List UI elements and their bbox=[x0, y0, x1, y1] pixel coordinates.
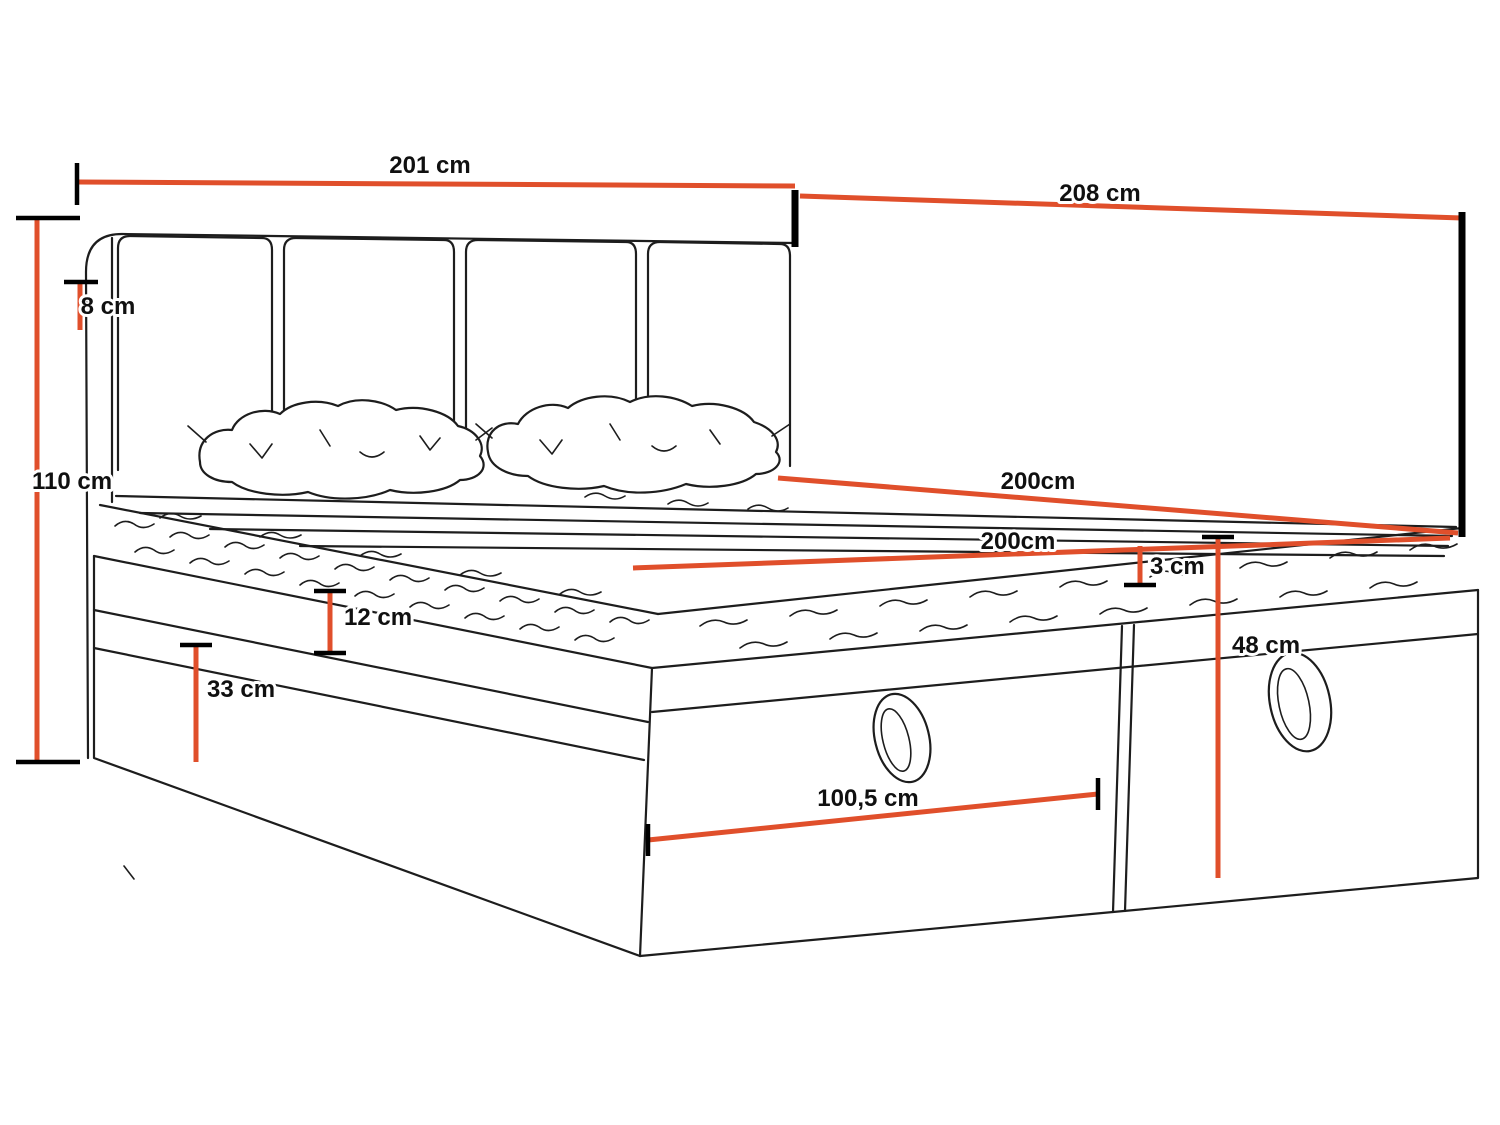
pillow-left-creases bbox=[187, 425, 493, 459]
dim-label-drawer-height: 33 cm bbox=[207, 676, 275, 703]
drawer-handle-left-outer bbox=[872, 692, 932, 784]
stray-pen-mark bbox=[123, 865, 135, 880]
base-left-face-outline bbox=[92, 554, 642, 958]
dim-label-drawer-width: 100,5 cm bbox=[817, 785, 918, 812]
mattress-seam-line-2 bbox=[138, 511, 1454, 538]
headboard bbox=[84, 232, 795, 760]
mattress-front-top-edge bbox=[98, 503, 660, 616]
headboard-panel-3 bbox=[464, 238, 638, 472]
pillow-right-creases bbox=[475, 423, 791, 455]
dim-label-bed-length: 208 cm bbox=[1059, 180, 1140, 207]
dimension-lines bbox=[34, 179, 1463, 878]
quilt-squiggles-foot-band bbox=[699, 543, 1458, 649]
bed-base bbox=[92, 554, 1480, 958]
base-left-seam-drawer-top bbox=[92, 646, 646, 762]
pillows bbox=[187, 395, 791, 500]
quilt-squiggles-left-band bbox=[114, 520, 650, 643]
dim-label-mattress-height: 12 cm bbox=[344, 604, 412, 631]
drawer-divider-seam bbox=[1111, 623, 1136, 914]
dim-line-bed-length bbox=[799, 193, 1463, 221]
mattress-seam-line-4 bbox=[298, 544, 1446, 558]
drawer-handle-left-inner bbox=[880, 707, 912, 773]
pillow-right bbox=[486, 395, 781, 494]
dim-label-base-height: 48 cm bbox=[1232, 632, 1300, 659]
dim-label-mattress-length-top: 200cm bbox=[1001, 468, 1076, 495]
dim-label-total-height: 110 cm bbox=[32, 468, 112, 495]
mattress-seam-line-1 bbox=[114, 494, 1458, 529]
pillow-left bbox=[198, 399, 485, 500]
drawer-handle-right bbox=[1267, 651, 1333, 753]
base-left-seam-upper bbox=[92, 608, 650, 724]
dimension-labels: 201 cm 208 cm 8 cm 110 cm 200cm 200cm 3 … bbox=[29, 149, 1303, 815]
dim-line-headboard-width bbox=[77, 179, 796, 189]
headboard-panel-1 bbox=[116, 234, 274, 472]
dimension-ticks bbox=[16, 163, 1466, 856]
dim-label-headboard-frame: 8 cm bbox=[81, 293, 136, 320]
dim-label-topper-height: 3 cm bbox=[1150, 553, 1205, 580]
dim-line-mattress-length-top bbox=[777, 475, 1459, 536]
headboard-panel-2 bbox=[282, 236, 456, 472]
headboard-panel-4 bbox=[646, 240, 792, 470]
dim-line-drawer-width bbox=[647, 791, 1099, 843]
drawer-handle-left bbox=[872, 692, 932, 784]
headboard-outline bbox=[84, 232, 795, 760]
base-foot-seam bbox=[650, 632, 1480, 714]
base-foot-face-outline bbox=[638, 588, 1480, 958]
quilt-squiggles-top bbox=[159, 492, 789, 596]
dim-label-mattress-length-inner: 200cm bbox=[981, 528, 1056, 555]
dim-label-headboard-width: 201 cm bbox=[389, 152, 470, 179]
dim-line-mattress-length-inner bbox=[632, 535, 1451, 571]
drawer-handle-right-inner bbox=[1276, 667, 1312, 741]
base-corner-edge bbox=[638, 666, 654, 958]
drawer-handle-right-outer bbox=[1267, 651, 1333, 753]
